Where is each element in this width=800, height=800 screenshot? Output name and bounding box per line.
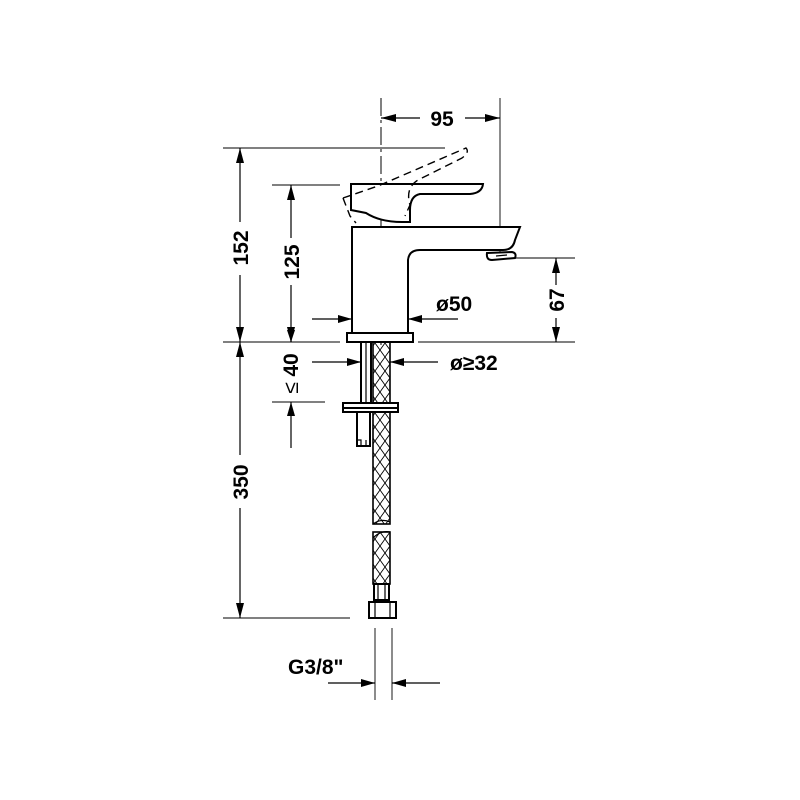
dimension-label-body-height: 125 — [281, 244, 304, 279]
dimension-label-body-diameter: ø50 — [436, 293, 472, 316]
dimension-label-spout-height: 67 — [546, 288, 569, 311]
extension-lines — [223, 98, 575, 700]
dimension-350: 350 — [230, 342, 253, 618]
dimension-95: 95 — [381, 108, 500, 131]
dimension-label-connection-thread: G3/8" — [288, 656, 343, 679]
dimension-symbol-less-equal: ≤ — [280, 382, 303, 394]
dimension-67: 67 — [546, 258, 569, 342]
dimension-40: 40 ≤ — [280, 330, 303, 448]
dimension-label-hole-diameter: ø≥32 — [450, 352, 498, 375]
dimension-hole-32: ø≥32 — [312, 352, 498, 375]
dimension-125: 125 — [281, 185, 304, 342]
dimension-diameter-50: ø50 — [312, 293, 472, 323]
dimension-label-spout-reach: 95 — [430, 108, 454, 131]
dimension-thread: G3/8" — [288, 656, 440, 687]
dimension-label-deck-thickness: 40 — [280, 353, 303, 376]
dimension-label-total-height: 152 — [230, 230, 253, 265]
mounting-hardware — [342, 341, 399, 619]
dimension-label-hose-length: 350 — [230, 464, 253, 499]
faucet-body — [342, 147, 522, 343]
dimension-152: 152 — [230, 148, 253, 342]
